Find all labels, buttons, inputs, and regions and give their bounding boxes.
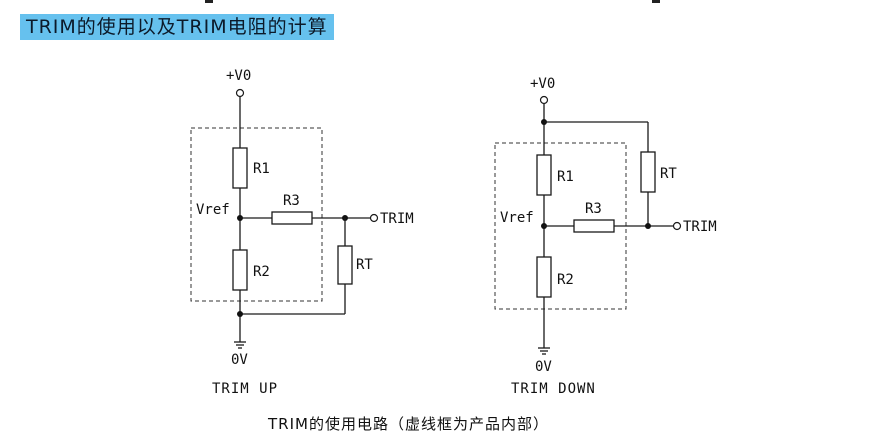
trim-up-supply-terminal xyxy=(235,88,245,98)
trim-up-trim-label: TRIM xyxy=(380,211,414,227)
trim-up-r3-label: R3 xyxy=(283,193,300,209)
top-edge-mark-right xyxy=(652,0,660,3)
trim-up-ground-label: 0V xyxy=(231,352,248,368)
trim-down-r3-resistor xyxy=(573,219,615,233)
trim-up-ground-node xyxy=(237,311,243,317)
trim-down-caption: TRIM DOWN xyxy=(511,381,596,397)
trim-up-internal-box xyxy=(190,127,323,302)
trim-up-rt-resistor xyxy=(337,245,353,285)
trim-down-rt-resistor xyxy=(640,151,656,193)
trim-down-r3-label: R3 xyxy=(585,201,602,217)
trim-down-supply-terminal xyxy=(539,95,549,105)
trim-up-trim-terminal xyxy=(369,213,379,223)
trim-up-vref-label: Vref xyxy=(196,202,230,218)
trim-up-circuit: +V0 R1 R2 R3 RT Vref TRIM 0V TRIM UP xyxy=(190,68,414,397)
trim-down-r1-resistor xyxy=(536,154,552,196)
trim-up-r3-resistor xyxy=(271,211,313,225)
trim-down-ground-label: 0V xyxy=(535,359,552,375)
trim-up-ground-icon xyxy=(234,341,246,349)
trim-down-circuit: +V0 R1 R2 R3 RT Vref TRIM 0V TRIM DOWN xyxy=(494,76,717,397)
trim-up-caption: TRIM UP xyxy=(212,381,278,397)
trim-up-rt-label: RT xyxy=(356,257,373,273)
trim-down-trim-node xyxy=(645,223,651,229)
trim-up-r2-label: R2 xyxy=(253,264,270,280)
trim-down-rt-label: RT xyxy=(660,166,677,182)
trim-up-r1-resistor xyxy=(232,147,248,189)
trim-down-supply-label: +V0 xyxy=(530,76,555,92)
trim-down-trim-label: TRIM xyxy=(683,219,717,235)
trim-up-supply-label: +V0 xyxy=(226,68,251,84)
trim-down-ground-icon xyxy=(538,347,550,355)
trim-down-r2-resistor xyxy=(536,256,552,298)
figure-caption: TRIM的使用电路（虚线框为产品内部） xyxy=(267,415,549,433)
trim-up-r1-label: R1 xyxy=(253,161,270,177)
trim-up-r2-resistor xyxy=(232,249,248,291)
top-edge-mark-left xyxy=(205,0,213,3)
trim-down-r2-label: R2 xyxy=(557,272,574,288)
trim-down-vref-label: Vref xyxy=(500,210,534,226)
trim-down-r1-label: R1 xyxy=(557,169,574,185)
section-title: TRIM的使用以及TRIM电阻的计算 xyxy=(20,14,334,40)
trim-down-trim-terminal xyxy=(672,221,682,231)
